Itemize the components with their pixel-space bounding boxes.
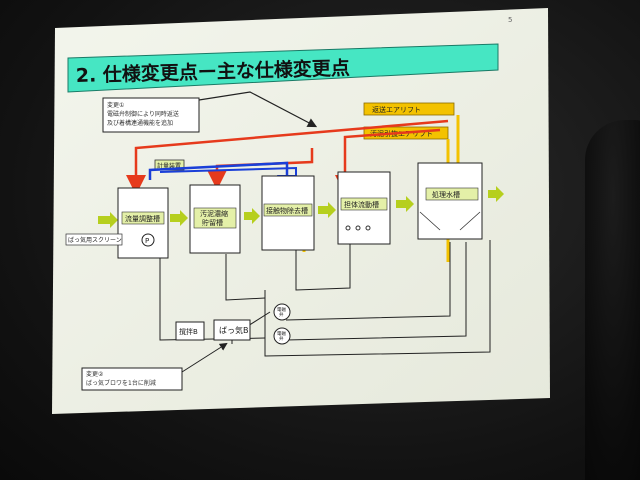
inflow-arrow-5 (396, 196, 414, 212)
media-dot-1 (345, 225, 351, 231)
metering-device-label: 計量装置 (157, 162, 181, 170)
treated-water-label-box (425, 187, 479, 201)
note-change-1 (102, 97, 200, 133)
red-return-line-1 (126, 119, 449, 195)
svg-text:変更② ばっ気ブロワを1台に削減: 変更② ばっ気ブロワを1台に削減 (86, 370, 156, 387)
treated-tank-baffle-1 (419, 211, 441, 231)
pump-icon (141, 233, 155, 247)
title-banner (67, 43, 499, 93)
svg-text:電磁 弁: 電磁 弁 (277, 330, 287, 342)
solenoid-valve-2-label-line1: 電磁 (277, 330, 286, 337)
svg-text:変更① 電磁弁制御により同時返送 及び着構連: 変更① 電磁弁制御により同時返送 及び着構連通機能を追加 (107, 101, 181, 127)
svg-text:汚泥濃縮 貯留槽: 汚泥濃縮 貯留槽 (200, 209, 230, 227)
note-change-1-line3: 及び着構連通機能を追加 (107, 119, 173, 127)
note-change-1-line1: 変更① (107, 101, 124, 109)
sludge-store-label-box (193, 207, 237, 229)
note-change-2 (81, 367, 183, 391)
note-2-pointer-line (181, 342, 228, 373)
aeration-blower-label: ばっ気B (219, 325, 249, 335)
inflow-arrow-2 (170, 210, 188, 226)
aeration-screen-label: ばっ気用スクリーン (68, 236, 122, 244)
aeration-screen-tag (65, 233, 123, 246)
sludge-store-label-line2: 貯留槽 (202, 218, 223, 227)
carrier-flow-label: 担体流動槽 (344, 200, 379, 209)
note-pointer-line (198, 91, 318, 128)
mixer-blower-box (175, 321, 205, 341)
solenoid-valve-2-label-line2: 弁 (279, 335, 284, 342)
media-dot-2 (355, 225, 361, 231)
inflow-arrow-4 (318, 202, 336, 218)
treated-water-label: 処理水槽 (432, 190, 460, 199)
page-number: 5 (508, 16, 512, 24)
note-change-2-line1: 変更② (86, 370, 104, 378)
outflow-arrow (488, 186, 504, 202)
treated-water-tank (417, 162, 483, 240)
treated-tank-baffle-2 (459, 211, 481, 231)
solenoid-valve-1-label-line2: 弁 (279, 311, 284, 318)
media-dot-3 (365, 225, 371, 231)
flow-adjust-label-box (121, 211, 165, 225)
aeration-blower-box (213, 319, 251, 341)
sludge-store-label-line1: 汚泥濃縮 (200, 209, 228, 218)
solenoid-valve-1-label-line1: 電磁 (277, 306, 286, 313)
mixer-blower-label: 撹拌B (179, 327, 198, 336)
return-air-lift-label: 返送エアリフト (372, 105, 421, 114)
return-air-lift-tag (363, 102, 455, 116)
inflow-arrow-1 (98, 212, 118, 228)
solenoid-valve-2 (273, 327, 291, 345)
pump-label: P (145, 237, 149, 245)
svg-text:電磁 弁: 電磁 弁 (277, 306, 287, 318)
contact-removal-label-box (263, 203, 313, 217)
solenoid-valve-1 (273, 303, 291, 321)
flow-adjust-label: 流量調整槽 (125, 214, 160, 223)
presenter-silhouette (585, 120, 640, 480)
inflow-arrow-3 (244, 208, 260, 224)
note-change-1-line2: 電磁弁制御により同時返送 (107, 110, 179, 118)
contact-removal-label: 接触物除去槽 (266, 206, 308, 215)
carrier-flow-label-box (340, 197, 388, 211)
note-change-2-line2: ばっ気ブロワを1台に削減 (86, 379, 156, 387)
